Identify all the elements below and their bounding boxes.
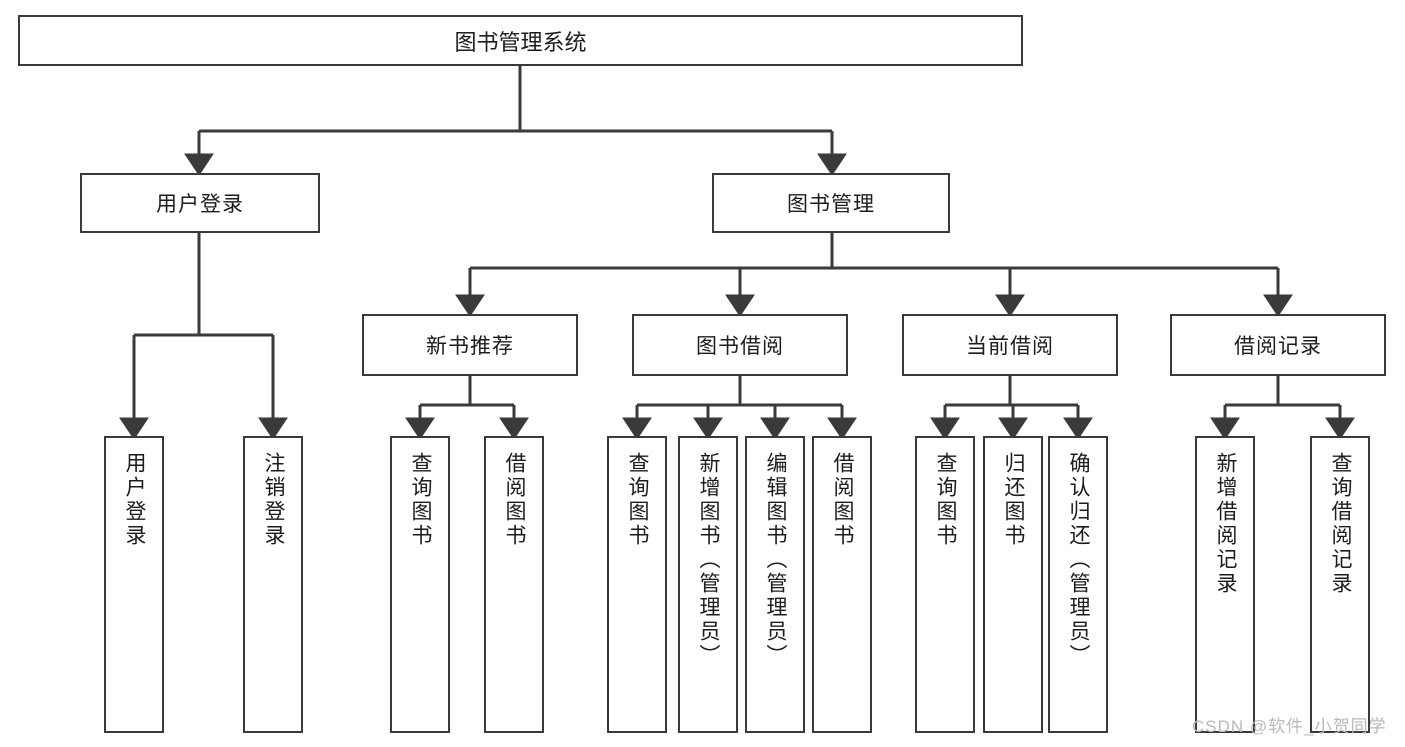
- leaf-borrow-edit-book-admin[interactable]: 编辑图书（管理员）: [745, 436, 805, 733]
- leaf-label: 借阅图书: [831, 452, 855, 548]
- leaf-label: 新增借阅记录: [1214, 452, 1238, 596]
- node-root-label: 图书管理系统: [454, 29, 587, 55]
- node-user-login-label: 用户登录: [156, 193, 244, 216]
- node-book-borrow[interactable]: 图书借阅: [632, 314, 848, 376]
- leaf-label: 查询图书: [934, 452, 958, 548]
- node-borrow-record-label: 借阅记录: [1234, 335, 1322, 358]
- leaf-label: 编辑图书（管理员）: [764, 452, 788, 668]
- leaf-current-query-book[interactable]: 查询图书: [915, 436, 975, 733]
- leaf-current-confirm-return-admin[interactable]: 确认归还（管理员）: [1048, 436, 1108, 733]
- leaf-record-query-record[interactable]: 查询借阅记录: [1310, 436, 1370, 733]
- leaf-current-return-book[interactable]: 归还图书: [983, 436, 1043, 733]
- leaf-label: 确认归还（管理员）: [1067, 452, 1091, 668]
- node-current-borrow[interactable]: 当前借阅: [902, 314, 1118, 376]
- leaf-label: 查询借阅记录: [1329, 452, 1353, 596]
- leaf-recommend-query-book[interactable]: 查询图书: [390, 436, 450, 733]
- node-book-borrow-label: 图书借阅: [696, 335, 784, 358]
- leaf-label: 查询图书: [409, 452, 433, 548]
- node-new-book-recommend[interactable]: 新书推荐: [362, 314, 578, 376]
- leaf-label: 新增图书（管理员）: [697, 452, 721, 668]
- watermark: CSDN @软件_小贺同学: [1192, 717, 1387, 736]
- node-book-management-label: 图书管理: [787, 193, 875, 216]
- leaf-user-login-login[interactable]: 用户登录: [104, 436, 164, 733]
- leaf-label: 用户登录: [123, 452, 147, 548]
- node-user-login[interactable]: 用户登录: [80, 173, 320, 233]
- leaf-record-add-record[interactable]: 新增借阅记录: [1195, 436, 1255, 733]
- leaf-label: 注销登录: [262, 452, 286, 548]
- node-current-borrow-label: 当前借阅: [966, 335, 1054, 358]
- leaf-label: 归还图书: [1002, 452, 1026, 548]
- leaf-label: 借阅图书: [503, 452, 527, 548]
- leaf-borrow-borrow-book[interactable]: 借阅图书: [812, 436, 872, 733]
- leaf-user-login-logout[interactable]: 注销登录: [243, 436, 303, 733]
- node-root[interactable]: 图书管理系统: [18, 15, 1023, 66]
- node-new-book-recommend-label: 新书推荐: [426, 335, 514, 358]
- leaf-borrow-add-book-admin[interactable]: 新增图书（管理员）: [678, 436, 738, 733]
- leaf-borrow-query-book[interactable]: 查询图书: [607, 436, 667, 733]
- leaf-recommend-borrow-book[interactable]: 借阅图书: [484, 436, 544, 733]
- leaf-label: 查询图书: [626, 452, 650, 548]
- node-book-management[interactable]: 图书管理: [712, 173, 950, 233]
- node-borrow-record[interactable]: 借阅记录: [1170, 314, 1386, 376]
